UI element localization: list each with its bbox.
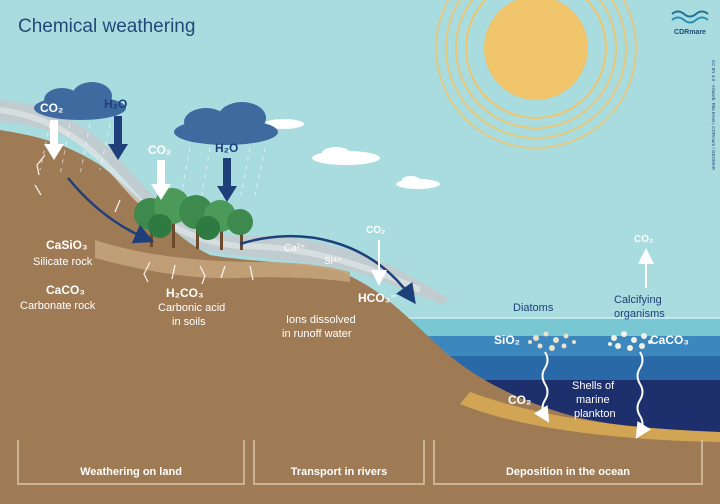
calcium-ion-label: Ca²⁺: [284, 243, 305, 254]
calcifying-line2: organisms: [614, 308, 665, 320]
carbonate-name: Carbonate rock: [20, 300, 96, 312]
diatoms-label: Diatoms: [513, 302, 554, 314]
silica-label: SiO₂: [494, 333, 520, 347]
diatom-plankton-icon: [528, 331, 576, 351]
bicarbonate-label: HCO₃⁻: [358, 291, 397, 305]
page-title: Chemical weathering: [18, 16, 195, 37]
shells-line1: Shells of: [572, 380, 615, 392]
h2o-label: H₂O: [215, 141, 238, 155]
co2-arrow-icon: [44, 120, 171, 200]
sun-icon: [435, 0, 637, 149]
carbonic-formula: H₂CO₃: [166, 286, 204, 300]
weathering-zone: [0, 100, 450, 304]
section-label-land: Weathering on land: [80, 466, 182, 478]
shells-line2: marine: [576, 394, 610, 406]
calcifier-sink-arrow: [635, 351, 652, 439]
river-flow-arrow: [239, 234, 416, 305]
carbonic-line1: Carbonic acid: [158, 302, 225, 314]
rain-cloud-icon: [34, 82, 278, 145]
brand-logo: CDRmare: [671, 10, 709, 36]
co2-label: CO₂: [148, 143, 171, 157]
h2o-label: H₂O: [104, 97, 127, 111]
section-label-ocean: Deposition in the ocean: [506, 466, 630, 478]
soil-layer: [95, 240, 350, 282]
silicate-name: Silicate rock: [33, 256, 93, 268]
shells-line3: plankton: [574, 408, 616, 420]
forest-icon: [134, 188, 253, 250]
brand-name: CDRmare: [674, 29, 706, 36]
ocean-co2-label: CO₂: [634, 234, 653, 245]
section-brackets: [17, 440, 703, 485]
ions-line2: in runoff water: [282, 328, 352, 340]
calcifier-plankton-icon: [608, 331, 652, 351]
sea-floor-sediment: [460, 392, 720, 442]
co2-label: CO₂: [40, 101, 63, 115]
cloud-icon: [264, 119, 440, 189]
calcite-label: CaCO₃: [650, 333, 689, 347]
runoff-arrow: [67, 177, 155, 244]
root-lines: [34, 154, 254, 285]
silicon-ion-label: Si⁴⁺: [324, 256, 342, 267]
credit-line: CC BY 4.0 · Artwork: Rita Erven, CDRmare…: [711, 60, 716, 171]
calcifying-line1: Calcifying: [614, 294, 662, 306]
silicate-formula: CaSiO₃: [46, 238, 88, 252]
section-label-rivers: Transport in rivers: [291, 466, 388, 478]
carbonate-formula: CaCO₃: [46, 283, 85, 297]
carbonic-line2: in soils: [172, 316, 206, 328]
river-co2-label: CO₂: [366, 225, 385, 236]
sink-co2-label: CO₂: [508, 393, 531, 407]
ions-line1: Ions dissolved: [286, 314, 356, 326]
h2o-arrow-icon: [108, 116, 237, 202]
diatom-sink-arrow: [533, 351, 550, 423]
